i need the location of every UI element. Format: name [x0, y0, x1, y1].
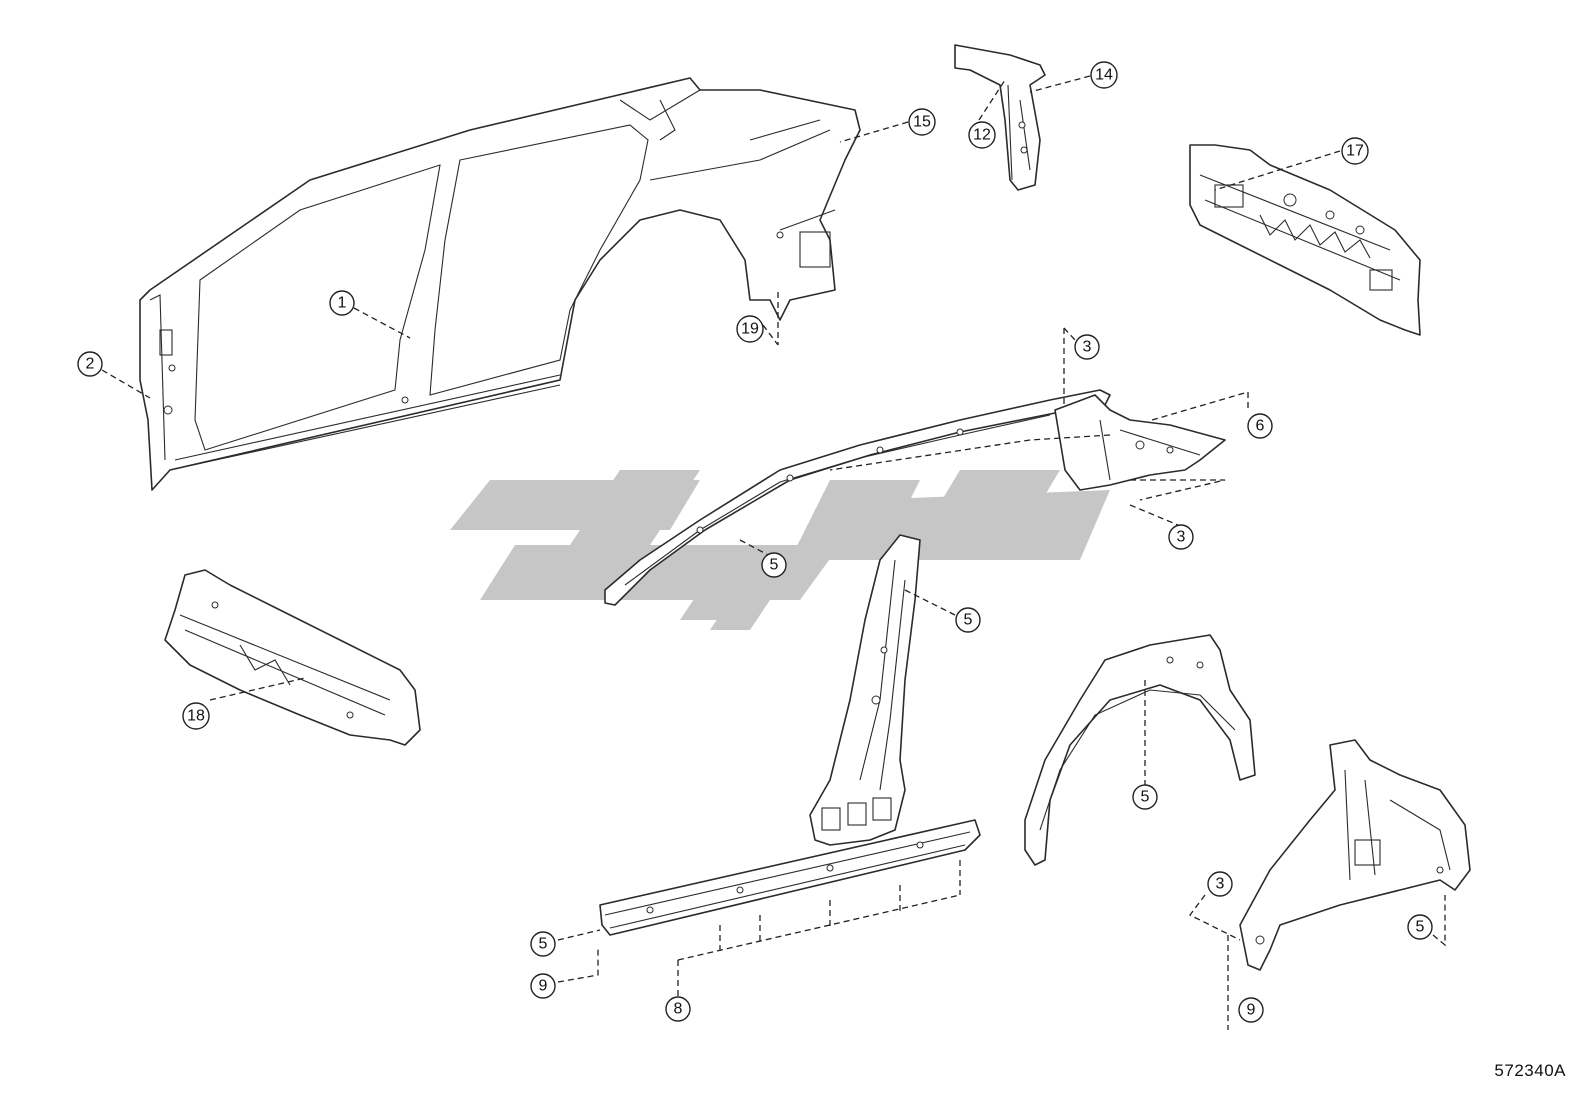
- callout-label: 19: [741, 321, 759, 338]
- callout-label: 17: [1346, 143, 1364, 160]
- callout-5-pillar: 5: [955, 607, 981, 633]
- callout-label: 5: [964, 612, 973, 629]
- callout-17: 17: [1341, 137, 1369, 165]
- callout-label: 5: [1416, 919, 1425, 936]
- callout-label: 2: [86, 356, 95, 373]
- callout-3-roof: 3: [1074, 334, 1100, 360]
- callout-9-wheelhouse: 9: [1238, 997, 1264, 1023]
- callout-3-quarter: 3: [1168, 524, 1194, 550]
- rear-wheelhouse-outer: [1024, 634, 1256, 866]
- rocker-panel-sill: [599, 819, 981, 936]
- callout-label: 3: [1083, 339, 1092, 356]
- watermark-logo: [450, 470, 1110, 630]
- callout-label: 1: [338, 295, 347, 312]
- callout-label: 18: [187, 708, 205, 725]
- callout-label: 3: [1216, 876, 1225, 893]
- callout-3-wheelhouse: 3: [1207, 871, 1233, 897]
- callout-8: 8: [665, 996, 691, 1022]
- center-pillar-reinforcement: [809, 534, 921, 846]
- callout-label: 6: [1256, 418, 1265, 435]
- cowl-top-panel: [164, 569, 421, 746]
- rear-quarter-inner-upper: [1054, 394, 1226, 491]
- leader-lines: [101, 75, 1446, 1030]
- callout-6: 6: [1247, 413, 1273, 439]
- callout-label: 14: [1095, 67, 1113, 84]
- callout-label: 9: [1247, 1002, 1256, 1019]
- callout-5-sill: 5: [530, 931, 556, 957]
- callout-18: 18: [182, 702, 210, 730]
- callout-5-arch: 5: [1132, 784, 1158, 810]
- callout-5-rail: 5: [761, 552, 787, 578]
- figure-code: 572340A: [1494, 1061, 1566, 1080]
- callout-2: 2: [77, 351, 103, 377]
- rear-body-panel: [1189, 144, 1421, 336]
- callout-1: 1: [329, 290, 355, 316]
- callout-label: 5: [1141, 789, 1150, 806]
- callout-12: 12: [968, 121, 996, 149]
- callout-14: 14: [1090, 61, 1118, 89]
- callout-label: 5: [770, 557, 779, 574]
- callout-5-inner: 5: [1407, 914, 1433, 940]
- upper-pillar-brace: [954, 44, 1046, 191]
- callout-label: 9: [539, 978, 548, 995]
- callout-19: 19: [736, 315, 764, 343]
- rear-wheelhouse-inner: [1239, 739, 1471, 971]
- callout-15: 15: [908, 108, 936, 136]
- callout-label: 3: [1177, 529, 1186, 546]
- callout-9-sill: 9: [530, 973, 556, 999]
- callout-label: 12: [973, 127, 991, 144]
- callout-label: 8: [674, 1001, 683, 1018]
- callout-label: 5: [539, 936, 548, 953]
- callout-label: 15: [913, 114, 931, 131]
- body-side-outer-panel: [139, 77, 861, 491]
